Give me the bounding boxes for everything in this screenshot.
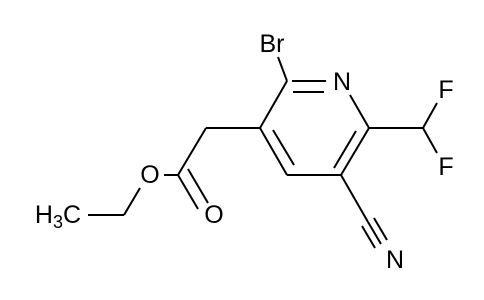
bond-c2-br <box>277 56 288 82</box>
bond-c5-cn <box>340 174 369 223</box>
atom-ch3-h: H <box>35 201 53 229</box>
bond-cn-triple-b <box>361 225 376 249</box>
bond-chf2-f-bottom <box>422 127 438 154</box>
bond-cco-o-double-a <box>177 174 199 210</box>
atom-n-nitrile: N <box>386 246 404 274</box>
atom-f-bottom: F <box>438 153 453 181</box>
atom-ch3-subscript: 3 <box>53 212 63 232</box>
atom-ch3-c: C <box>63 201 81 229</box>
bond-cco-o-double-b <box>187 168 209 204</box>
bond-cn-triple-a <box>367 221 382 245</box>
bond-chf2-f-top <box>422 102 438 129</box>
atom-o-ether: O <box>140 161 159 189</box>
bond-c4-c3 <box>259 127 288 176</box>
bond-c4-c3-inner <box>272 129 295 166</box>
bond-ch2-cco <box>177 127 207 176</box>
atom-ch3: H3C <box>35 201 81 232</box>
bond-n1-c6 <box>349 94 370 129</box>
atom-f-top: F <box>438 76 453 104</box>
bond-c6-c5 <box>340 127 370 176</box>
atom-br: Br <box>260 30 285 58</box>
bond-c3-c2 <box>259 80 288 129</box>
bond-cn-triple-c <box>373 217 388 241</box>
bond-oether-ch2 <box>123 187 141 216</box>
atom-o-carbonyl: O <box>204 201 223 229</box>
bond-c6-c5-inner <box>333 130 357 169</box>
atom-n-ring: N <box>333 68 351 96</box>
